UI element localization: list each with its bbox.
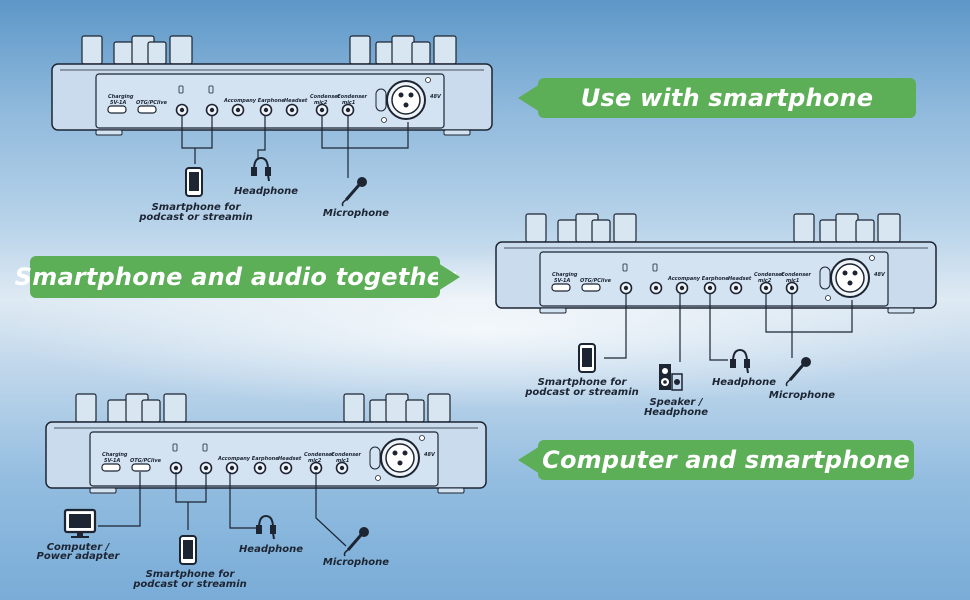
connection-lines-middle <box>604 294 853 362</box>
label-mic2: mic2 <box>308 458 322 464</box>
device-label: Headphone <box>644 407 708 418</box>
label-charging: Charging <box>552 272 578 278</box>
headphone-icon <box>256 515 276 540</box>
banner-computer-and-smartphone: Computer and smartphone <box>518 440 914 480</box>
label-charging: Charging <box>108 94 134 100</box>
label-48v: 48V <box>424 452 436 458</box>
smartphone-icon <box>185 167 203 197</box>
mixer-device-bottom <box>45 393 487 494</box>
connection-lines-bottom <box>98 472 347 547</box>
label-accompany: Accompany Earphone <box>223 98 285 104</box>
panel-labels-bottom: Charging 5V-1A OTG/PClive Accompany Earp… <box>102 452 436 464</box>
label-mic1: mic1 <box>786 278 799 284</box>
banner-pointer <box>438 263 460 291</box>
mixer-device-middle <box>495 213 937 314</box>
label-48v: 48V <box>430 94 442 100</box>
label-headset: Headset <box>284 98 308 104</box>
label-condenser-2: Condenser <box>310 94 341 100</box>
label-otg: OTG/PClive <box>580 278 612 284</box>
label-charging-spec: 5V-1A <box>104 458 121 464</box>
device-label: Smartphone for <box>538 377 628 388</box>
banner-pointer <box>518 446 540 474</box>
label-condenser-1: Condenser <box>781 272 812 278</box>
device-label: Speaker / <box>649 397 703 408</box>
label-condenser-2: Condenser <box>754 272 785 278</box>
label-charging: Charging <box>102 452 128 458</box>
device-label: Headphone <box>234 186 298 197</box>
device-label: Microphone <box>323 557 389 568</box>
label-mic2: mic2 <box>314 100 328 106</box>
connection-lines-top <box>181 116 409 178</box>
banner-smartphone-audio-together: Smartphone and audio together <box>15 256 460 298</box>
label-otg: OTG/PClive <box>130 458 162 464</box>
headphone-icon <box>251 157 271 182</box>
device-label: podcast or streamin <box>132 579 247 590</box>
label-mic1: mic1 <box>336 458 349 464</box>
device-label: Power adapter <box>37 551 121 562</box>
device-label: Computer / <box>47 542 111 553</box>
banner-text: Computer and smartphone <box>542 446 910 474</box>
microphone-icon <box>784 355 813 388</box>
microphone-icon <box>340 175 369 208</box>
device-label: Smartphone for <box>146 569 236 580</box>
panel-labels-middle: Charging 5V-1A OTG/PClive Accompany Earp… <box>552 272 886 284</box>
label-mic2: mic2 <box>758 278 772 284</box>
label-mic1: mic1 <box>342 100 355 106</box>
device-label: podcast or streamin <box>524 387 639 398</box>
label-condenser-1: Condenser <box>331 452 362 458</box>
smartphone-icon <box>179 535 197 565</box>
speaker-icon <box>658 363 683 391</box>
smartphone-icon <box>578 343 596 373</box>
device-label: Headphone <box>712 377 776 388</box>
label-condenser-2: Condenser <box>304 452 335 458</box>
label-headset: Headset <box>728 276 752 282</box>
banner-pointer <box>518 84 540 112</box>
label-charging-spec: 5V-1A <box>554 278 571 284</box>
label-condenser-1: Condenser <box>337 94 368 100</box>
label-headset: Headset <box>278 456 302 462</box>
computer-icon <box>63 508 97 540</box>
device-label: Microphone <box>323 208 389 219</box>
label-charging-spec: 5V-1A <box>110 100 127 106</box>
label-otg: OTG/PClive <box>136 100 168 106</box>
banner-text: Use with smartphone <box>580 84 874 112</box>
banner-text: Smartphone and audio together <box>14 263 456 291</box>
label-accompany: Accompany Earphone <box>217 456 279 462</box>
device-label: Headphone <box>239 544 303 555</box>
device-label: Microphone <box>769 390 835 401</box>
microphone-icon <box>342 525 371 558</box>
panel-labels-top: Charging 5V-1A OTG/PClive Accompany Earp… <box>108 94 442 106</box>
mixer-device-top <box>51 35 493 136</box>
banner-use-with-smartphone: Use with smartphone <box>518 78 916 118</box>
label-48v: 48V <box>874 272 886 278</box>
label-accompany: Accompany Earphone <box>667 276 729 282</box>
headphone-icon <box>730 349 750 374</box>
device-label: podcast or streamin <box>138 212 253 223</box>
device-label: Smartphone for <box>152 202 242 213</box>
